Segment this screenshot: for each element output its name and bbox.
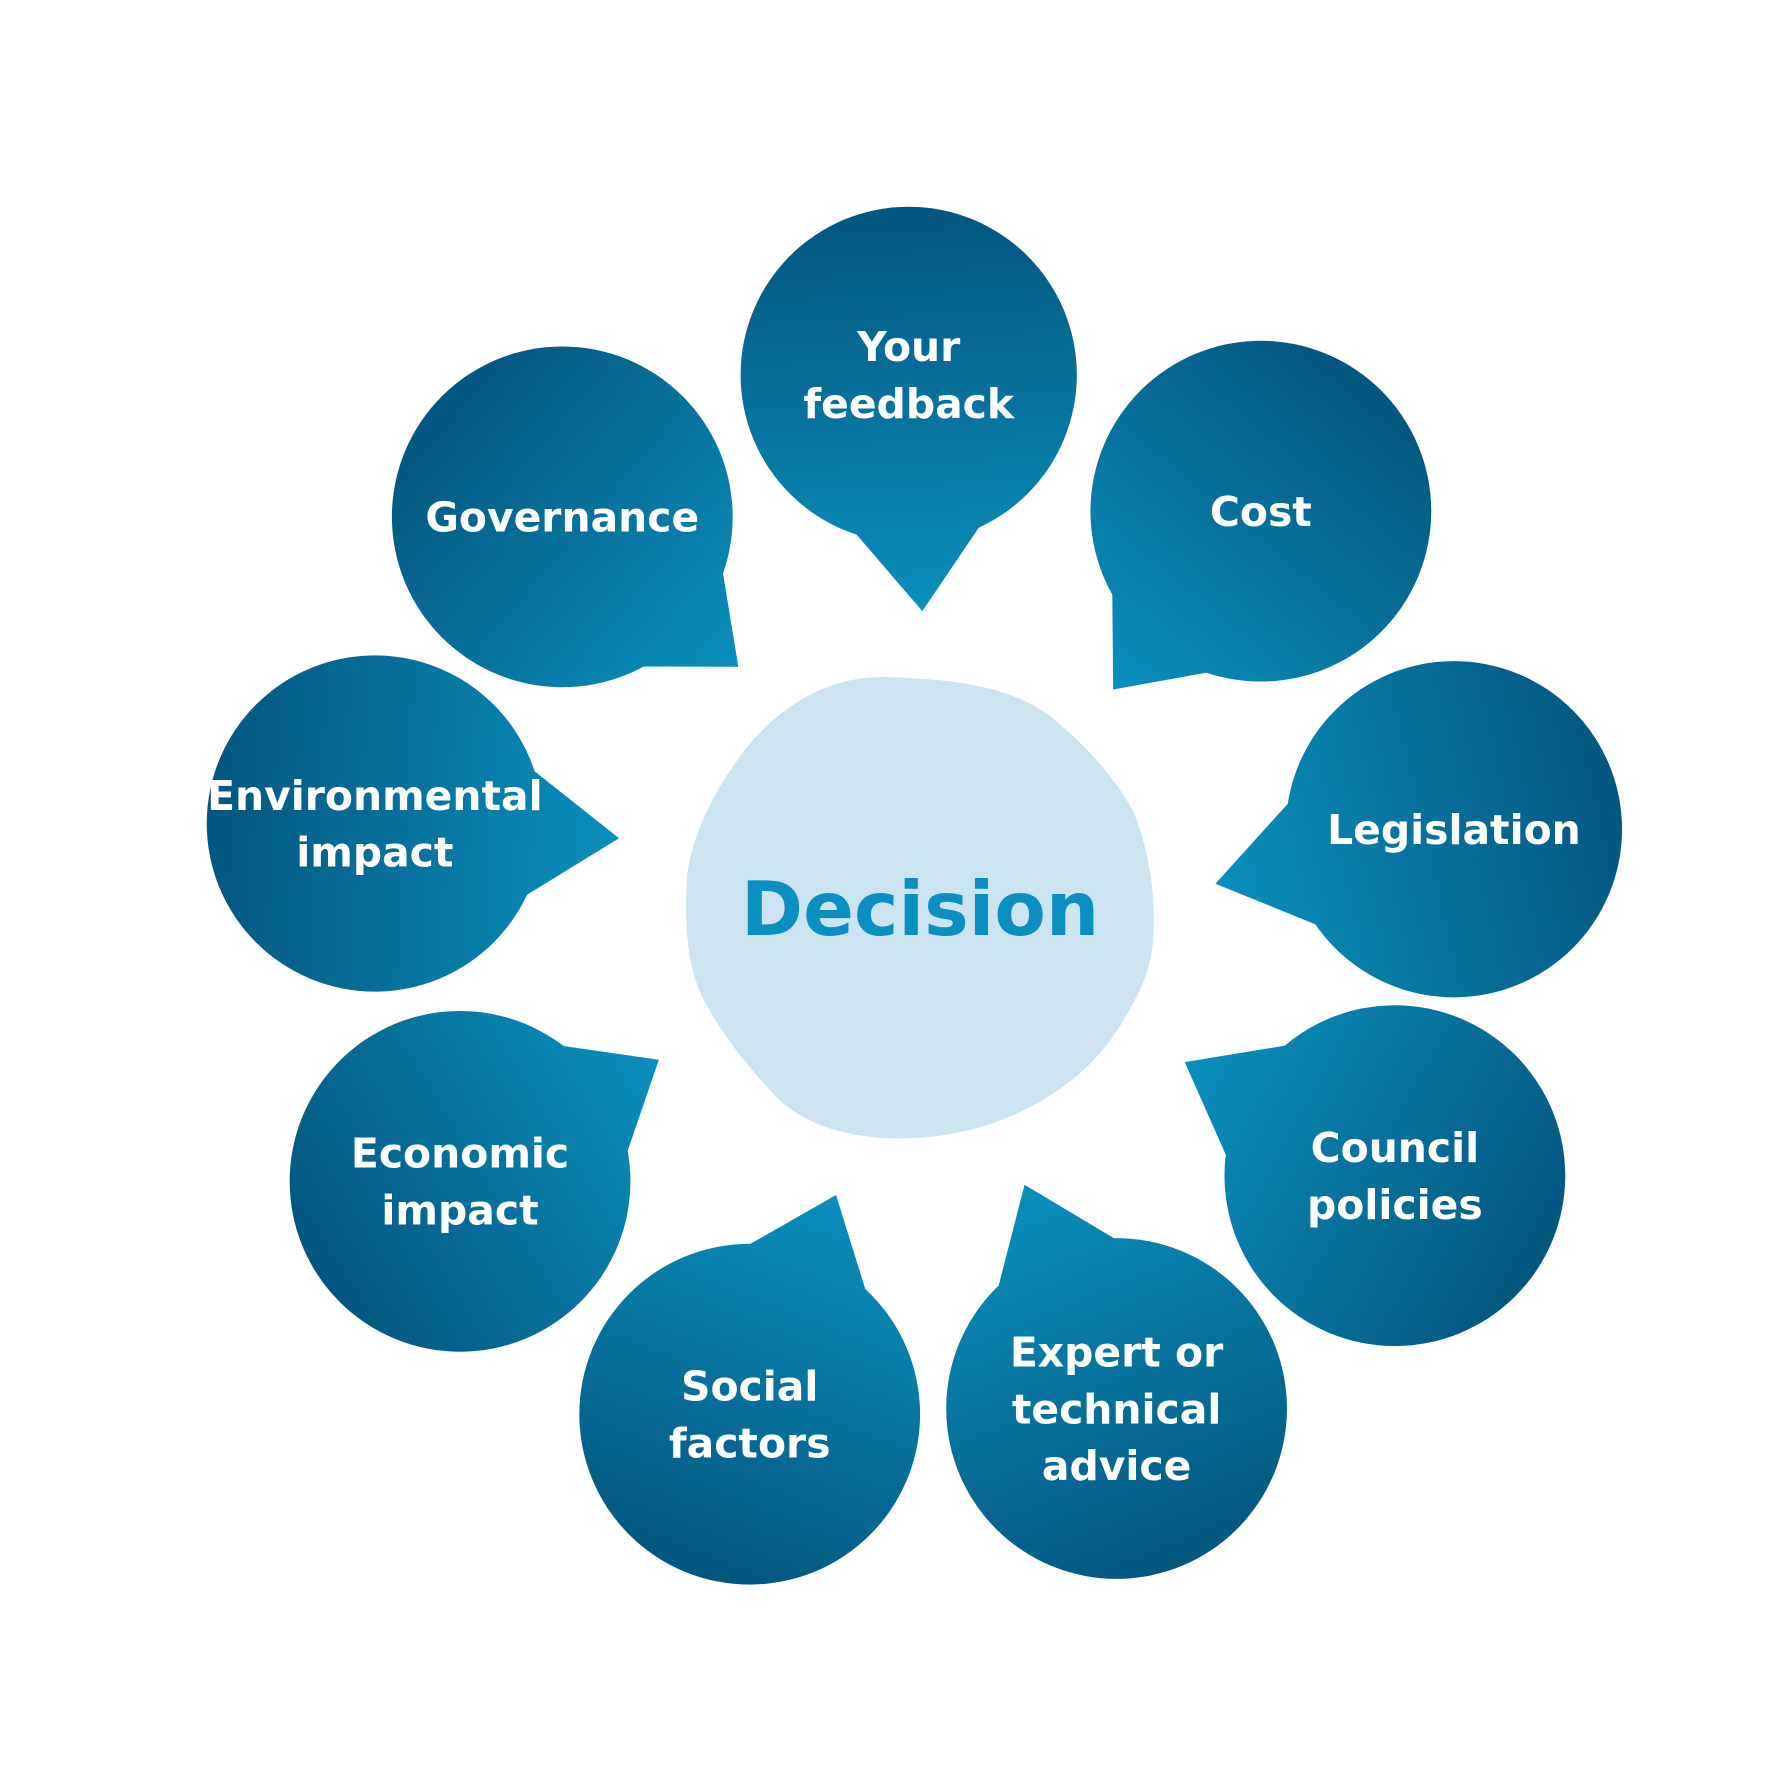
bubble-label: impact — [381, 1186, 538, 1234]
bubble-body — [1224, 1005, 1566, 1347]
decision-blob — [686, 676, 1154, 1139]
bubble-label: Cost — [1210, 488, 1312, 536]
bubble-label: impact — [296, 829, 453, 877]
bubble-label: Council — [1311, 1124, 1480, 1172]
bubble-label: feedback — [803, 380, 1015, 428]
bubble-label: Legislation — [1327, 806, 1581, 854]
bubble-cost: Cost — [1090, 340, 1432, 690]
bubble-council-policies: Council policies — [1184, 1005, 1566, 1347]
bubble-body — [1285, 661, 1623, 998]
bubble-tail — [519, 765, 620, 900]
bubble-legislation: Legislation — [1215, 661, 1623, 998]
bubble-body — [391, 346, 733, 688]
bubble-body — [1090, 340, 1432, 682]
bubble-governance: Governance — [391, 346, 739, 688]
bubble-body — [206, 655, 543, 992]
bubble-economic-impact: Economic impact — [289, 1010, 659, 1352]
bubble-social-factors: Social factors — [579, 1194, 921, 1585]
bubble-label: Economic — [351, 1130, 569, 1178]
bubble-body — [740, 206, 1077, 543]
bubble-label: technical — [1012, 1385, 1222, 1433]
bubble-label: Governance — [425, 494, 699, 542]
bubble-label: Expert or — [1010, 1328, 1224, 1376]
bubble-body — [946, 1238, 1287, 1579]
bubble-your-feedback: Your feedback — [740, 206, 1077, 612]
bubble-label: policies — [1307, 1181, 1483, 1229]
bubble-body — [289, 1010, 631, 1352]
bubble-label: Environmental — [207, 772, 543, 820]
bubble-environmental-impact: Environmental impact — [206, 655, 620, 992]
bubble-tail — [850, 520, 984, 612]
bubble-label: advice — [1042, 1442, 1191, 1490]
decision-center: Decision — [686, 676, 1154, 1139]
bubble-body — [579, 1243, 921, 1585]
bubble-label: Social — [681, 1363, 818, 1411]
bubble-label: factors — [669, 1419, 831, 1467]
bubble-expert-or-technical-advice: Expert or technical advice — [946, 1184, 1287, 1579]
bubble-label: Your — [856, 323, 961, 371]
decision-label: Decision — [741, 865, 1099, 953]
